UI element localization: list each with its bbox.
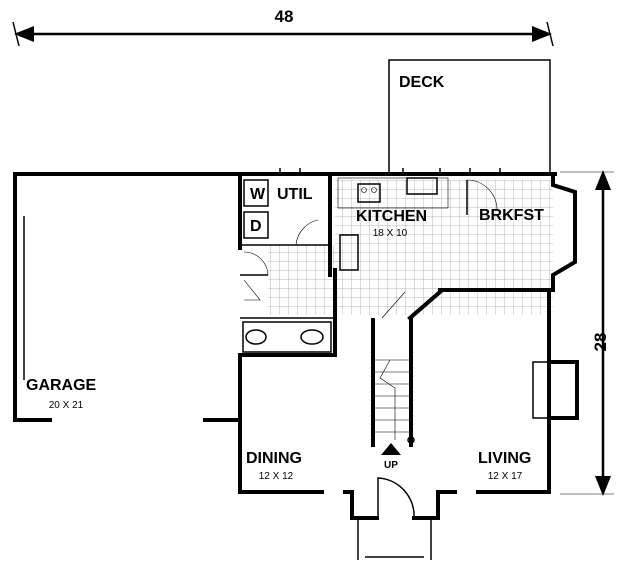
kitchen-label: KITCHEN [356,208,427,225]
utility-room: W D UTIL [240,172,332,301]
dining: DINING 12 X 12 [246,450,302,482]
garage-label: GARAGE [26,377,97,394]
living-size: 12 X 17 [488,471,523,482]
washer-label: W [250,186,266,203]
kitchen-size: 18 X 10 [373,228,408,239]
arrow-up-icon [595,170,611,190]
powder-room [238,316,337,357]
tile-floor [268,180,553,315]
stairs: UP [371,318,415,471]
kitchen-sink-icon [406,177,438,195]
deck: DECK [388,59,551,172]
depth-dimension-label: 28 [591,333,610,352]
refrigerator [339,234,359,271]
toilet-icon [245,329,267,345]
washer [243,179,269,207]
house-walls [238,172,577,560]
dryer-label: D [250,218,262,235]
dining-label: DINING [246,450,302,467]
kitchen-counter [337,177,449,209]
breakfast: BRKFST [466,179,544,224]
stairs-up-arrow-icon [381,443,401,455]
stairs-up-label: UP [384,460,398,471]
arrow-right-icon [532,26,552,42]
kitchen: KITCHEN 18 X 10 [333,177,555,321]
living-label: LIVING [478,450,531,467]
arrow-down-icon [595,476,611,496]
brkfst-label: BRKFST [479,207,544,224]
dryer [243,211,269,239]
garage: GARAGE 20 X 21 [13,172,242,422]
deck-label: DECK [399,74,445,91]
living: LIVING 12 X 17 [478,450,531,482]
width-dimension-label: 48 [275,7,294,26]
width-dimension: 48 [12,7,554,47]
depth-dimension: 28 [560,170,614,496]
garage-size: 20 X 21 [49,400,84,411]
window-marks [279,168,501,174]
dining-size: 12 X 12 [259,471,294,482]
util-label: UTIL [277,186,313,203]
arrow-left-icon [14,26,34,42]
sink-icon [300,329,324,345]
fireplace [532,360,579,420]
range-icon [357,183,381,203]
